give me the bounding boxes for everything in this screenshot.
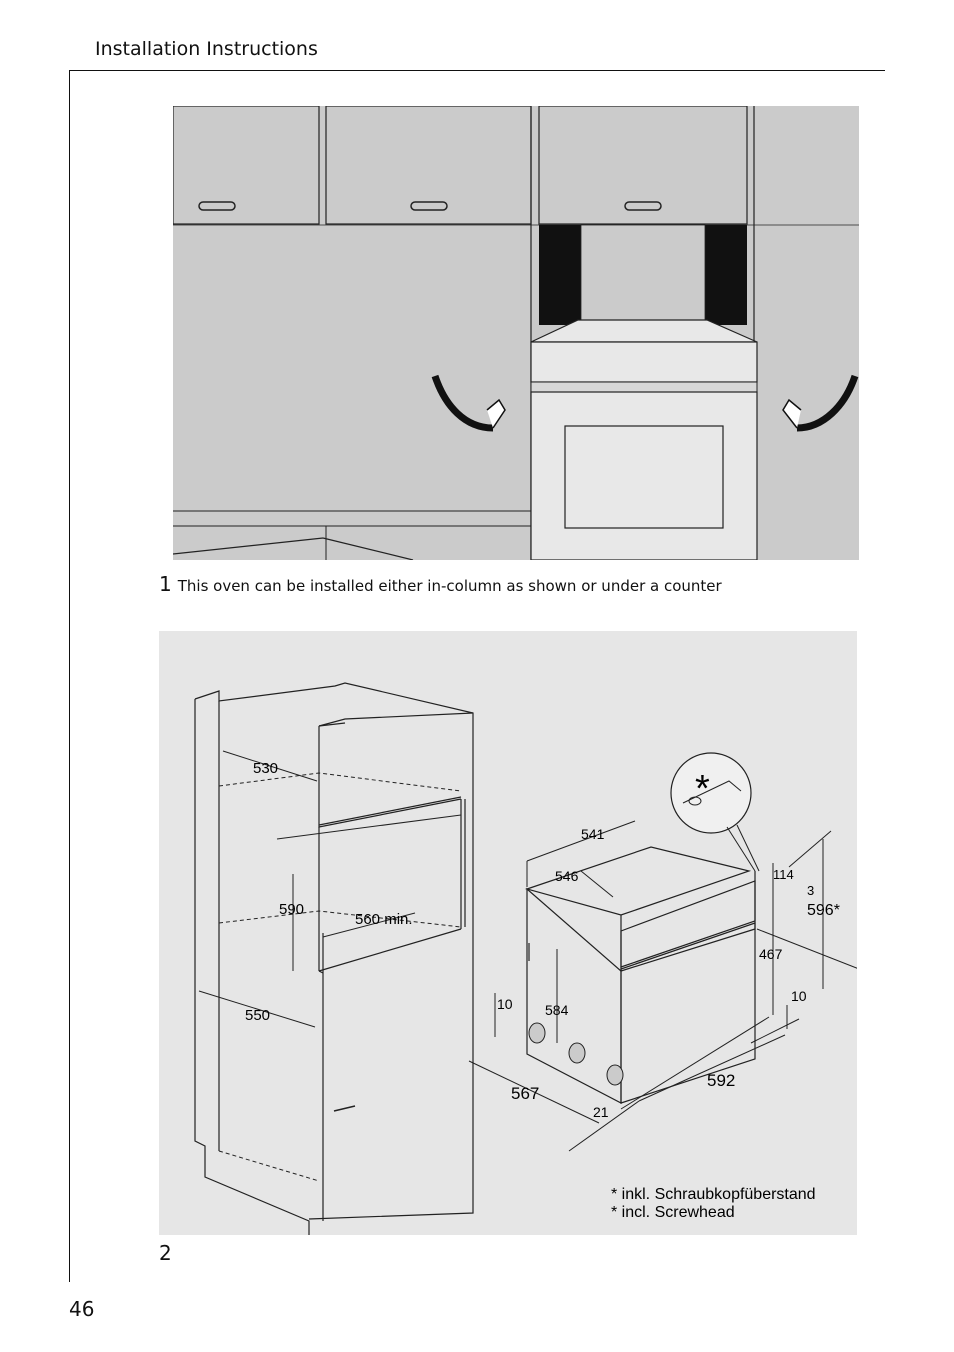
page-number: 46 [69,1297,95,1321]
figure-2-dimension-drawing: 530 590 560 min. 550 541 546 584 10 567 … [159,631,857,1235]
note-german: * inkl. Schraubkopfüberstand [611,1186,816,1203]
dim-467: 467 [759,946,783,962]
note-english: * incl. Screwhead [611,1204,735,1221]
figure-2-number: 2 [159,1241,172,1265]
dim-590: 590 [279,901,304,918]
page-header-title: Installation Instructions [95,38,318,60]
dim-10-left: 10 [497,996,513,1012]
dim-596: 596* [807,902,840,919]
dim-114: 114 [773,867,794,882]
dim-550: 550 [245,1007,270,1024]
dim-584: 584 [545,1002,569,1018]
dim-560-min: 560 min. [355,911,413,928]
dim-3: 3 [807,883,814,898]
dim-530: 530 [253,760,278,777]
figure-1-number: 1 [159,572,172,596]
figure-1-caption-text: This oven can be installed either in-col… [177,577,722,595]
header-rule [69,70,885,71]
asterisk-mark: * [695,768,710,810]
margin-rule [69,70,70,1282]
dim-21: 21 [593,1104,609,1120]
figure-1-caption: 1 This oven can be installed either in-co… [159,572,722,596]
figure-1-illustration [173,106,859,560]
dim-567: 567 [511,1084,539,1103]
dim-541: 541 [581,826,605,842]
dim-592: 592 [707,1071,735,1090]
dim-10-right: 10 [791,988,807,1004]
dim-546: 546 [555,868,579,884]
